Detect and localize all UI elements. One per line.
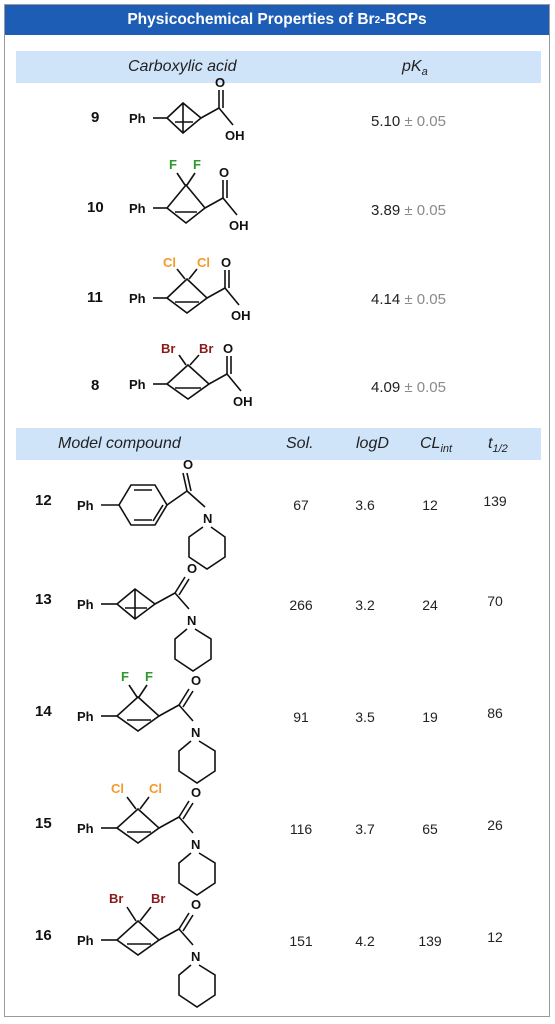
clint-value: 65 bbox=[422, 821, 438, 837]
svg-text:Ph: Ph bbox=[129, 377, 146, 392]
pka-value: 4.09 ± 0.05 bbox=[371, 379, 446, 396]
svg-text:F: F bbox=[145, 669, 153, 684]
clint-header: CLint bbox=[420, 435, 453, 456]
svg-text:O: O bbox=[221, 255, 231, 270]
model-header-label: Model compound bbox=[58, 435, 181, 452]
compound-id: 9 bbox=[91, 109, 100, 126]
sol-value: 67 bbox=[293, 497, 309, 513]
logd-value: 3.6 bbox=[355, 497, 375, 513]
thalf-value: 139 bbox=[483, 493, 507, 509]
thalf-value: 70 bbox=[487, 593, 503, 609]
svg-text:O: O bbox=[191, 897, 201, 912]
svg-text:Ph: Ph bbox=[129, 201, 146, 216]
svg-text:OH: OH bbox=[229, 218, 249, 233]
structure-10: F F Ph O OH bbox=[129, 157, 249, 233]
svg-text:OH: OH bbox=[225, 128, 245, 143]
title-subscript: 2 bbox=[374, 14, 381, 26]
svg-text:OH: OH bbox=[233, 394, 253, 409]
svg-text:O: O bbox=[187, 561, 197, 576]
structure-15: Cl Cl Ph O N bbox=[77, 781, 216, 896]
svg-text:O: O bbox=[223, 341, 233, 356]
svg-text:N: N bbox=[191, 837, 200, 852]
svg-text:Br: Br bbox=[151, 891, 165, 906]
structure-16: Br Br Ph O N bbox=[77, 891, 216, 1008]
svg-text:O: O bbox=[191, 785, 201, 800]
svg-text:Br: Br bbox=[161, 341, 175, 356]
title-text: Physicochemical Properties of Br bbox=[127, 11, 375, 28]
svg-text:Ph: Ph bbox=[129, 291, 146, 306]
sol-value: 116 bbox=[289, 821, 313, 837]
svg-text:N: N bbox=[187, 613, 196, 628]
model-header: Model compound Sol. logD CLint t1/2 bbox=[16, 428, 541, 460]
structure-8: Br Br Ph O OH bbox=[129, 341, 253, 409]
thalf-value: 86 bbox=[487, 705, 503, 721]
title-text-end: -BCPs bbox=[380, 11, 427, 28]
structure-13: Ph O N bbox=[77, 561, 212, 672]
svg-text:Ph: Ph bbox=[77, 933, 94, 948]
compound-id: 10 bbox=[87, 199, 104, 216]
structure-9: Ph O OH bbox=[129, 75, 245, 143]
compound-id: 11 bbox=[87, 289, 103, 306]
svg-text:Br: Br bbox=[109, 891, 123, 906]
pka-value: 5.10 ± 0.05 bbox=[371, 113, 446, 130]
pka-value: 4.14 ± 0.05 bbox=[371, 291, 446, 308]
structure-12: Ph O N bbox=[77, 457, 226, 570]
svg-text:O: O bbox=[215, 75, 225, 90]
svg-text:OH: OH bbox=[231, 308, 251, 323]
svg-text:Cl: Cl bbox=[197, 255, 210, 270]
logd-value: 3.2 bbox=[355, 597, 375, 613]
svg-text:O: O bbox=[219, 165, 229, 180]
logd-value: 3.5 bbox=[355, 709, 375, 725]
compound-id: 8 bbox=[91, 377, 100, 394]
svg-text:O: O bbox=[191, 673, 201, 688]
logd-value: 3.7 bbox=[355, 821, 375, 837]
logd-header: logD bbox=[356, 435, 389, 452]
clint-value: 139 bbox=[418, 933, 442, 949]
svg-text:N: N bbox=[191, 949, 200, 964]
compound-id: 14 bbox=[35, 703, 52, 720]
structure-11: Cl Cl Ph O OH bbox=[129, 255, 251, 323]
pka-value: 3.89 ± 0.05 bbox=[371, 202, 446, 219]
svg-text:Ph: Ph bbox=[77, 597, 94, 612]
structure-14: F F Ph O N bbox=[77, 669, 216, 784]
sol-value: 266 bbox=[289, 597, 313, 613]
svg-text:F: F bbox=[193, 157, 201, 172]
thalf-value: 26 bbox=[487, 817, 503, 833]
compound-id: 12 bbox=[35, 492, 52, 509]
acid-header: Carboxylic acid pKa bbox=[16, 51, 541, 83]
clint-value: 19 bbox=[422, 709, 438, 725]
sol-value: 91 bbox=[293, 709, 309, 725]
svg-text:N: N bbox=[191, 725, 200, 740]
svg-text:Ph: Ph bbox=[77, 821, 94, 836]
clint-value: 24 bbox=[422, 597, 438, 613]
svg-text:Cl: Cl bbox=[163, 255, 176, 270]
svg-text:Cl: Cl bbox=[149, 781, 162, 796]
logd-value: 4.2 bbox=[355, 933, 375, 949]
svg-text:Ph: Ph bbox=[77, 709, 94, 724]
svg-text:F: F bbox=[169, 157, 177, 172]
sol-value: 151 bbox=[289, 933, 313, 949]
compound-id: 16 bbox=[35, 927, 52, 944]
thalf-header: t1/2 bbox=[488, 435, 508, 456]
svg-text:O: O bbox=[183, 457, 193, 472]
svg-text:Ph: Ph bbox=[77, 498, 94, 513]
compound-id: 13 bbox=[35, 591, 52, 608]
svg-text:N: N bbox=[203, 511, 212, 526]
acid-header-label: Carboxylic acid bbox=[128, 58, 237, 75]
svg-text:F: F bbox=[121, 669, 129, 684]
pka-header: pKa bbox=[402, 58, 428, 79]
svg-text:Br: Br bbox=[199, 341, 213, 356]
svg-text:Ph: Ph bbox=[129, 111, 146, 126]
thalf-value: 12 bbox=[487, 929, 503, 945]
clint-value: 12 bbox=[422, 497, 438, 513]
compound-id: 15 bbox=[35, 815, 52, 832]
sol-header: Sol. bbox=[286, 435, 314, 452]
svg-text:Cl: Cl bbox=[111, 781, 124, 796]
